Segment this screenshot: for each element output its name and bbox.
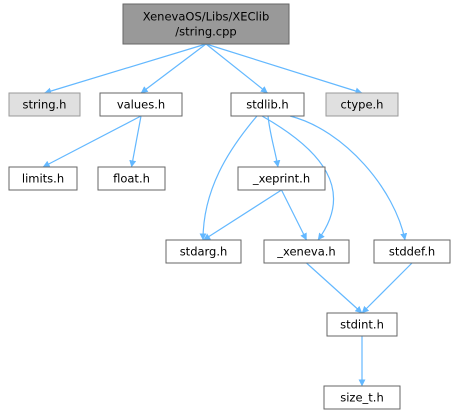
- node-label: _xeneva.h: [276, 245, 335, 259]
- node-label: XenevaOS/Libs/XEClib: [143, 10, 270, 24]
- node-box: [323, 385, 401, 410]
- node-label: stdlib.h: [246, 98, 288, 112]
- edge-stdlib-h-to-xeneva-h: [261, 115, 335, 241]
- edge-line: [267, 115, 281, 168]
- edge-root-to-ctype-h: [205, 43, 363, 95]
- node-box: [122, 3, 290, 45]
- edge-xeprint-h-to-stdarg-h: [203, 189, 282, 241]
- edge-line: [306, 262, 363, 314]
- edge-line: [205, 43, 268, 94]
- node-box: [99, 92, 183, 117]
- node-label: /string.cpp: [175, 25, 236, 39]
- edge-root-to-string-h: [44, 43, 207, 95]
- node-limits-h[interactable]: limits.h: [8, 166, 78, 191]
- node-box: [373, 239, 451, 264]
- node-box: [237, 166, 326, 191]
- node-values-h[interactable]: values.h: [99, 92, 183, 117]
- node-label: values.h: [117, 98, 165, 112]
- node-label: stdint.h: [340, 318, 384, 332]
- edge-line: [129, 115, 142, 168]
- node-ctype-h: ctype.h: [325, 92, 399, 117]
- edge-line: [44, 43, 207, 95]
- node-label: _xeprint.h: [252, 172, 310, 186]
- edge-values-h-to-float-h: [129, 115, 142, 168]
- edge-stdlib-h-to-stdarg-h: [199, 115, 258, 241]
- node-box: [326, 312, 398, 337]
- node-stdarg-h[interactable]: stdarg.h: [165, 239, 242, 264]
- edge-line: [361, 262, 413, 314]
- node-box: [325, 92, 399, 117]
- node-xeprint-h[interactable]: _xeprint.h: [237, 166, 326, 191]
- edge-line: [199, 115, 258, 241]
- node-label: size_t.h: [340, 391, 384, 405]
- node-label: stdarg.h: [180, 245, 228, 259]
- node-stdint-h[interactable]: stdint.h: [326, 312, 398, 337]
- node-box: [97, 166, 166, 191]
- node-box: [8, 92, 81, 117]
- edge-values-h-to-limits-h: [42, 115, 142, 168]
- edge-stdlib-h-to-xeprint-h: [267, 115, 281, 168]
- edge-line: [42, 115, 142, 168]
- nodes-layer: XenevaOS/Libs/XEClib/string.cpp string.h v…: [8, 3, 451, 410]
- edge-line: [280, 189, 308, 241]
- node-label: limits.h: [22, 172, 64, 186]
- node-float-h[interactable]: float.h: [97, 166, 166, 191]
- node-size-t-h[interactable]: size_t.h: [323, 385, 401, 410]
- edges-layer: [42, 43, 413, 387]
- node-box: [263, 239, 350, 264]
- node-label: float.h: [113, 172, 150, 186]
- node-box: [8, 166, 78, 191]
- node-xeneva-h[interactable]: _xeneva.h: [263, 239, 350, 264]
- edge-stddef-h-to-stdint-h: [361, 262, 413, 314]
- edge-root-to-stdlib-h: [205, 43, 268, 94]
- node-box: [230, 92, 305, 117]
- node-stddef-h[interactable]: stddef.h: [373, 239, 451, 264]
- edge-line: [203, 189, 282, 241]
- edge-line: [205, 43, 363, 95]
- edge-line: [140, 43, 207, 94]
- node-box: [165, 239, 242, 264]
- node-root[interactable]: XenevaOS/Libs/XEClib/string.cpp: [122, 3, 290, 45]
- node-label: stddef.h: [389, 245, 435, 259]
- node-label: ctype.h: [341, 98, 384, 112]
- edge-stdlib-h-to-stddef-h: [289, 115, 408, 241]
- node-stdlib-h[interactable]: stdlib.h: [230, 92, 305, 117]
- edge-line: [289, 115, 408, 241]
- edge-root-to-values-h: [140, 43, 207, 94]
- node-label: string.h: [23, 98, 67, 112]
- edge-xeprint-h-to-xeneva-h: [280, 189, 308, 241]
- edge-line: [261, 115, 335, 241]
- node-string-h: string.h: [8, 92, 81, 117]
- edge-xeneva-h-to-stdint-h: [306, 262, 363, 314]
